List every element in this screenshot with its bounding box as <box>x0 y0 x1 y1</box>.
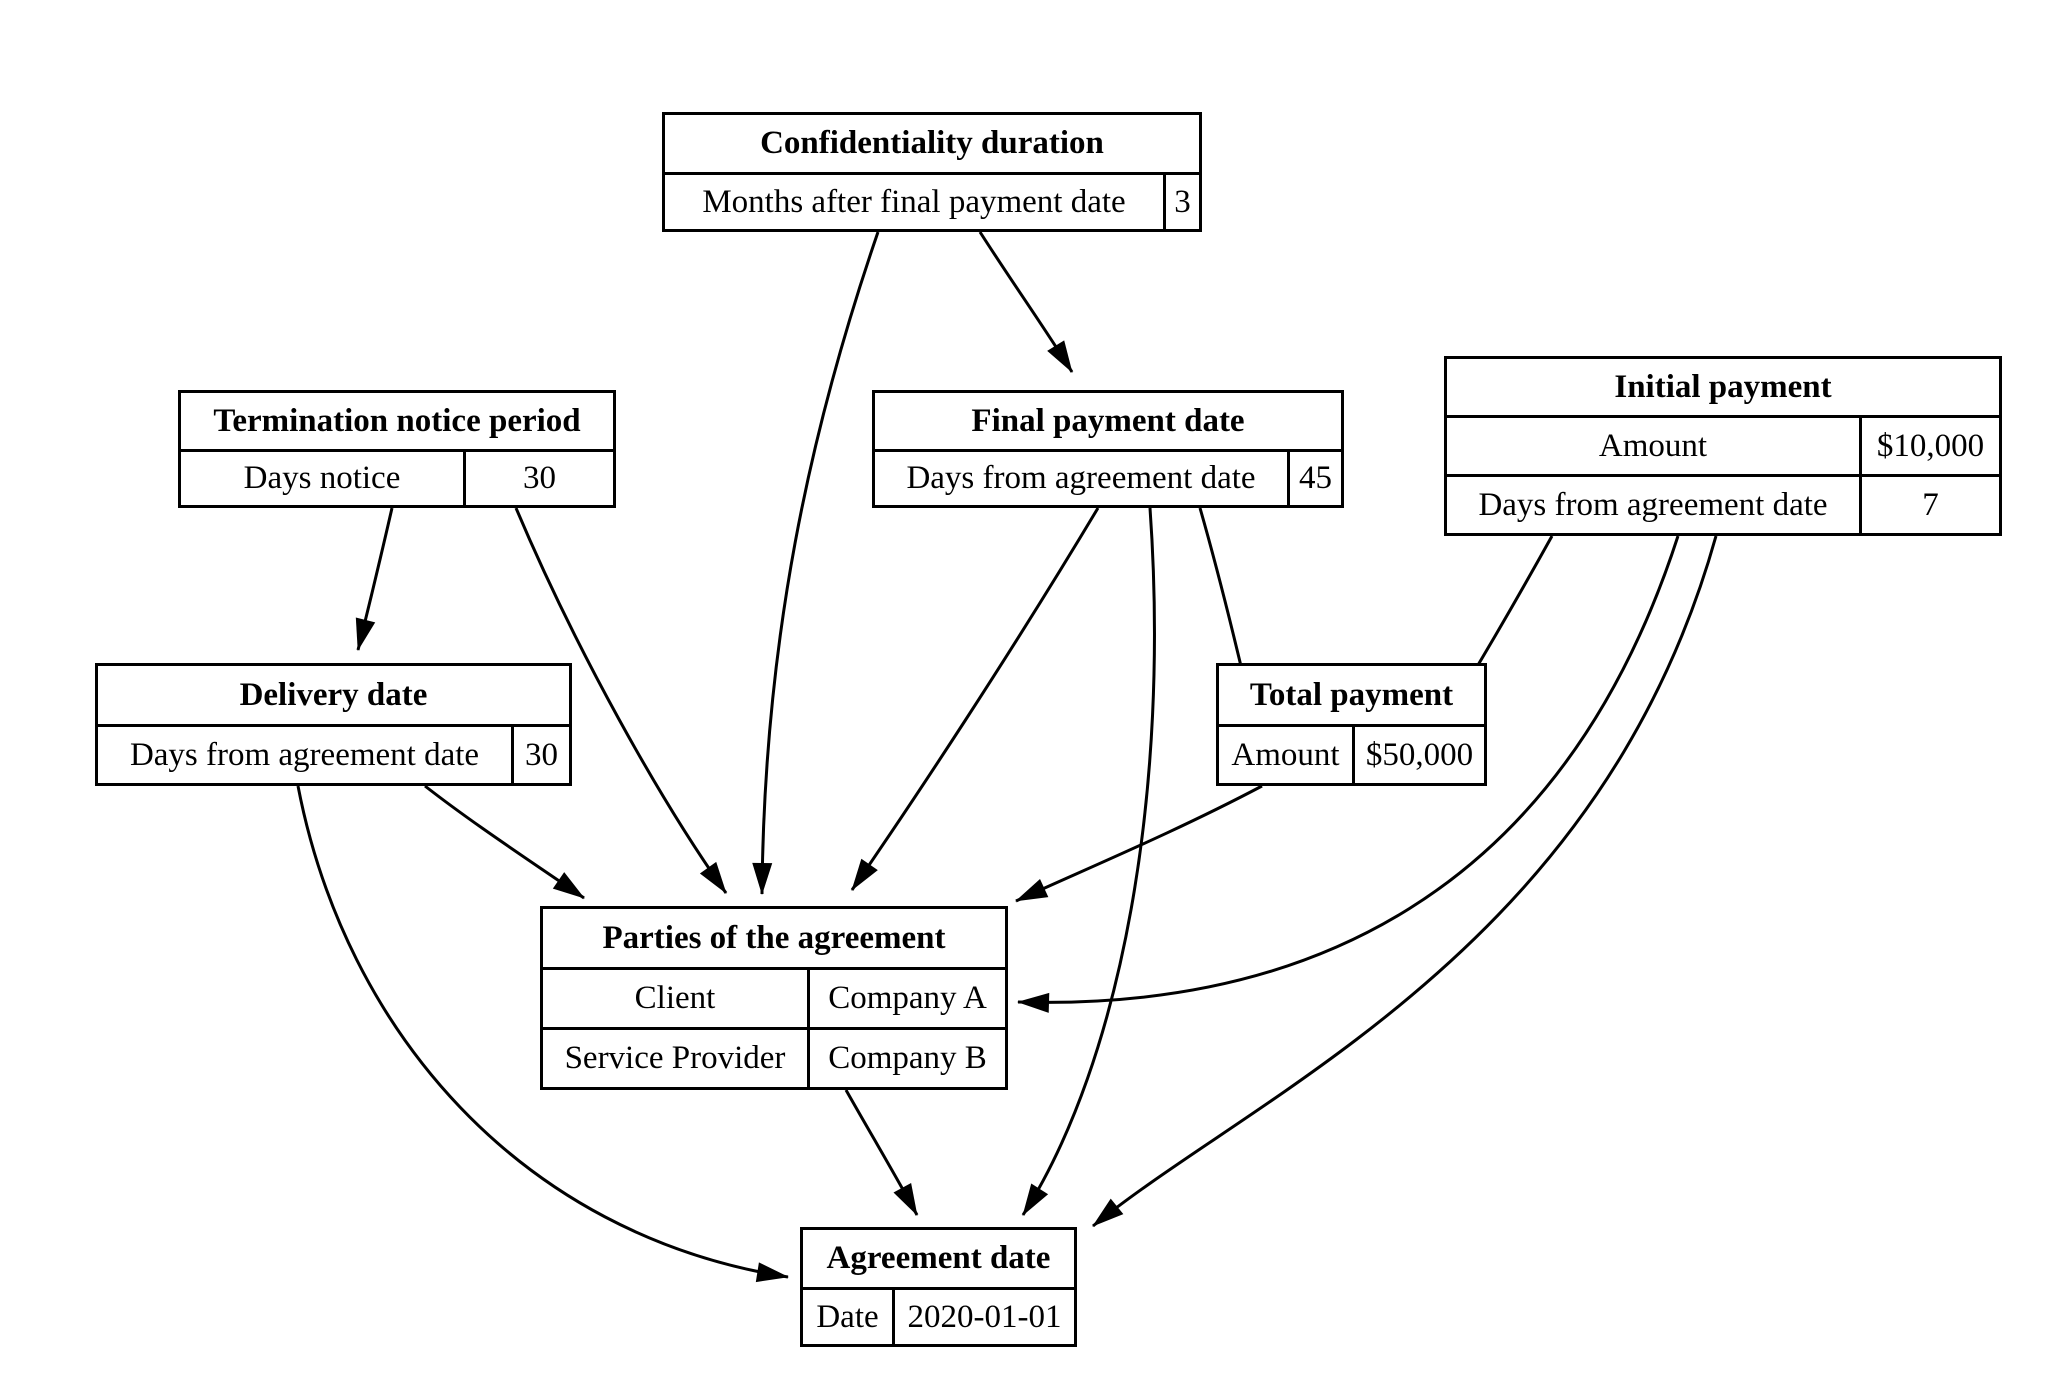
field-label: Days notice <box>243 460 401 496</box>
node-title: Total payment <box>1249 676 1454 713</box>
node-field-row: Amount $10,000 <box>1447 415 1999 474</box>
field-value: 45 <box>1287 452 1341 505</box>
field-label: Amount <box>1598 427 1708 464</box>
field-value: 7 <box>1859 477 1999 533</box>
field-label: Days from agreement date <box>1478 486 1828 523</box>
field-value: 2020-01-01 <box>892 1290 1074 1344</box>
field-label: Amount <box>1231 736 1340 773</box>
field-value: 3 <box>1163 175 1199 229</box>
field-value: 30 <box>511 727 569 783</box>
node-field-row: Days from agreement date 30 <box>98 724 569 783</box>
node-title: Initial payment <box>1614 368 1832 405</box>
node-title: Final payment date <box>971 402 1245 439</box>
node-title: Delivery date <box>239 676 428 713</box>
edge-confidentiality-duration-to-final-payment-date <box>978 231 1074 373</box>
node-field-row: Service Provider Company B <box>543 1027 1005 1087</box>
edge-final-payment-date-to-parties-of-the-agreement <box>850 507 1100 891</box>
edge-final-payment-date-to-agreement-date <box>1021 507 1156 1216</box>
edge-delivery-date-to-parties-of-the-agreement <box>424 784 585 900</box>
node-title: Confidentiality duration <box>760 125 1104 161</box>
field-value: $10,000 <box>1859 418 1999 474</box>
node-field-row: Days from agreement date 45 <box>875 449 1341 505</box>
node-field-row: Amount $50,000 <box>1219 724 1484 783</box>
node-title: Termination notice period <box>213 402 581 439</box>
edge-delivery-date-to-agreement-date <box>296 785 789 1283</box>
edge-termination-notice-period-to-parties-of-the-agreement <box>514 507 728 894</box>
field-value: Company B <box>807 1030 1005 1087</box>
field-label: Days from agreement date <box>906 460 1256 496</box>
node-field-row: Date 2020-01-01 <box>803 1287 1074 1344</box>
edge-initial-payment-to-parties-of-the-agreement <box>1017 535 1680 1013</box>
node-title: Agreement date <box>826 1240 1051 1276</box>
field-value: 30 <box>463 452 613 505</box>
field-value: Company A <box>807 970 1005 1027</box>
field-label: Months after final payment date <box>702 183 1126 220</box>
edge-initial-payment-to-agreement-date <box>1092 535 1718 1228</box>
field-label: Days from agreement date <box>129 736 480 773</box>
edge-termination-notice-period-to-delivery-date <box>355 507 394 651</box>
node-field-row: Client Company A <box>543 967 1005 1027</box>
node-field-row: Months after final payment date 3 <box>665 172 1199 229</box>
node-title: Parties of the agreement <box>602 919 946 956</box>
edge-parties-of-the-agreement-to-agreement-date <box>844 1089 919 1216</box>
edge-total-payment-to-parties-of-the-agreement <box>1015 784 1263 903</box>
node-field-row: Days from agreement date 7 <box>1447 474 1999 533</box>
field-label: Service Provider <box>564 1040 786 1076</box>
field-label: Date <box>816 1298 879 1335</box>
edge-confidentiality-duration-to-parties-of-the-agreement <box>752 231 880 895</box>
node-field-row: Days notice 30 <box>181 449 613 505</box>
field-value: $50,000 <box>1352 727 1484 783</box>
field-label: Client <box>634 980 716 1016</box>
